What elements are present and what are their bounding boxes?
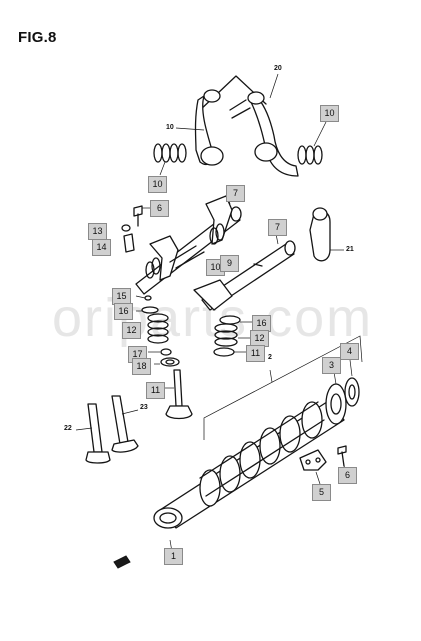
valve-exhaust-2 bbox=[111, 395, 139, 453]
label-21[interactable]: 21 bbox=[346, 246, 354, 253]
rocker-spring-left bbox=[153, 143, 187, 176]
callout-14[interactable]: 14 bbox=[92, 239, 111, 256]
label-10[interactable]: 10 bbox=[166, 124, 174, 131]
callout-6-lower[interactable]: 6 bbox=[338, 467, 357, 484]
valve-spring-left bbox=[135, 295, 169, 344]
callout-6-upper[interactable]: 6 bbox=[150, 200, 169, 217]
rocker-shaft-with-arms bbox=[135, 195, 242, 295]
valve-seal-and-washer bbox=[148, 348, 180, 367]
label-20[interactable]: 20 bbox=[274, 65, 282, 72]
valve-exhaust-1 bbox=[75, 403, 111, 464]
callout-4[interactable]: 4 bbox=[340, 343, 359, 360]
callout-10-right[interactable]: 10 bbox=[320, 105, 339, 122]
rocker-arm-assembly bbox=[175, 73, 299, 177]
figure-title: FIG.8 bbox=[18, 29, 57, 46]
callout-11-left[interactable]: 11 bbox=[146, 382, 165, 399]
callout-1[interactable]: 1 bbox=[164, 548, 183, 565]
rocker-shaft-second bbox=[193, 233, 296, 311]
valve-intake bbox=[164, 369, 193, 420]
woodruff-key bbox=[113, 555, 131, 569]
label-23[interactable]: 23 bbox=[140, 404, 148, 411]
callout-5[interactable]: 5 bbox=[312, 484, 331, 501]
callout-10-left[interactable]: 10 bbox=[148, 176, 167, 193]
callout-11-right[interactable]: 11 bbox=[246, 345, 265, 362]
valve-spring-right bbox=[213, 315, 254, 357]
callout-7-upper[interactable]: 7 bbox=[226, 185, 245, 202]
callout-16-left[interactable]: 16 bbox=[114, 303, 133, 320]
callout-9[interactable]: 9 bbox=[220, 255, 239, 272]
camshaft-assembly bbox=[153, 335, 363, 553]
thrust-plate-and-bolt bbox=[299, 445, 347, 485]
callout-13[interactable]: 13 bbox=[88, 223, 107, 240]
callout-3[interactable]: 3 bbox=[322, 357, 341, 374]
label-2[interactable]: 2 bbox=[268, 354, 272, 361]
label-22[interactable]: 22 bbox=[64, 425, 72, 432]
callout-12-left[interactable]: 12 bbox=[122, 322, 141, 339]
rocker-bracket bbox=[309, 207, 344, 262]
callout-7-lower[interactable]: 7 bbox=[268, 219, 287, 236]
adjusting-screw-and-nut bbox=[121, 205, 150, 253]
rocker-spring-right bbox=[297, 121, 327, 165]
callout-18[interactable]: 18 bbox=[132, 358, 151, 375]
